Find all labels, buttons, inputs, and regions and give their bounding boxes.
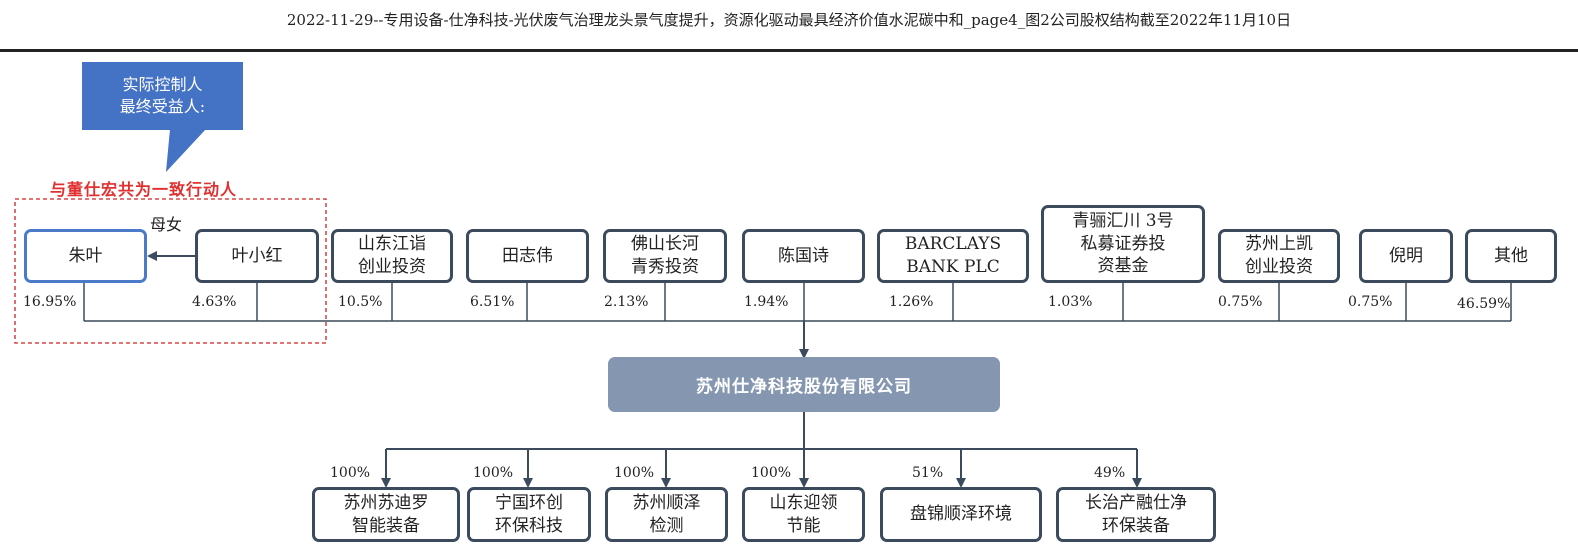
- subsidiary-box: 苏州苏迪罗 智能装备: [312, 487, 460, 542]
- shareholding-pct: 0.75%: [1348, 294, 1393, 310]
- shareholder-box: 山东江诣 创业投资: [331, 229, 453, 283]
- subsidiary-box: 宁国环创 环保科技: [467, 487, 591, 542]
- shareholder-box: 陈国诗: [742, 229, 865, 283]
- shareholding-pct: 6.51%: [470, 294, 515, 310]
- subsidiary-box: 苏州顺泽 检测: [605, 487, 728, 542]
- concert-party-boundary: [14, 198, 327, 344]
- callout-tail: [166, 129, 206, 172]
- shareholding-pct: 10.5%: [338, 294, 383, 310]
- concert-party-label: 与董仕宏共为一致行动人: [50, 180, 238, 199]
- shareholder-box: 朱叶: [24, 229, 147, 283]
- controller-callout: 实际控制人 最终受益人:: [82, 62, 243, 130]
- shareholder-box: 叶小红: [195, 229, 319, 283]
- shareholding-pct: 16.95%: [23, 294, 77, 310]
- subsidiary-pct: 51%: [912, 465, 944, 481]
- subsidiary-box: 长治产融仕净 环保装备: [1056, 487, 1216, 542]
- shareholder-box: 苏州上凯 创业投资: [1218, 229, 1340, 283]
- shareholder-box: 田志伟: [466, 229, 589, 283]
- subsidiary-pct: 100%: [473, 465, 514, 481]
- subsidiary-box: 盘锦顺泽环境: [880, 487, 1042, 542]
- subsidiary-pct: 49%: [1094, 465, 1126, 481]
- shareholding-pct: 1.26%: [889, 294, 934, 310]
- shareholder-box: 佛山长河 青秀投资: [603, 229, 727, 283]
- figure-title: 2022-11-29--专用设备-仕净科技-光伏废气治理龙头景气度提升，资源化驱…: [286, 11, 1292, 29]
- shareholding-pct: 46.59%: [1457, 296, 1511, 312]
- title-divider: [0, 49, 1578, 52]
- subsidiary-pct: 100%: [330, 465, 371, 481]
- shareholding-pct: 1.94%: [744, 294, 789, 310]
- shareholding-pct: 0.75%: [1218, 294, 1263, 310]
- shareholder-box: 其他: [1465, 229, 1557, 283]
- company-box: 苏州仕净科技股份有限公司: [608, 357, 1000, 412]
- subsidiary-pct: 100%: [614, 465, 655, 481]
- shareholder-box: BARCLAYS BANK PLC: [877, 229, 1029, 283]
- mother-daughter-label: 母女: [150, 215, 183, 234]
- shareholding-pct: 1.03%: [1048, 294, 1093, 310]
- shareholder-box: 倪明: [1359, 229, 1453, 283]
- shareholding-pct: 4.63%: [192, 294, 237, 310]
- shareholder-box: 青骊汇川 3号 私募证券投 资基金: [1041, 205, 1205, 283]
- shareholding-pct: 2.13%: [604, 294, 649, 310]
- subsidiary-box: 山东迎领 节能: [742, 487, 865, 542]
- subsidiary-pct: 100%: [751, 465, 792, 481]
